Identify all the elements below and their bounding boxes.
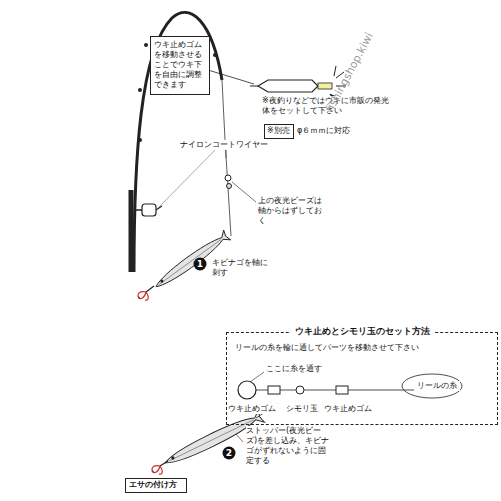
section-label: エサの付け方 <box>125 478 187 493</box>
annotation-label: リールの糸 <box>414 381 460 391</box>
set-method-illustration <box>238 372 462 399</box>
annotation-label: ウキ止めゴム <box>324 404 376 414</box>
reel <box>134 204 162 216</box>
annotation-label: 上の夜光ビーズは軸からはずしておく <box>258 196 322 226</box>
treble-hook <box>138 286 154 300</box>
note-text: エサの付け方 <box>129 480 183 490</box>
rod-grip <box>129 190 134 272</box>
annotation-label: ナイロンコートワイヤー <box>180 140 276 150</box>
panel-heading: ウキ止めとシモリ玉のセット方法 <box>291 326 434 337</box>
fishing-line <box>222 80 231 236</box>
annotation-label: ストッパー(夜光ビーズ)を差し込み、キビナゴがずれないように固定する <box>246 426 332 466</box>
annotation-label: φ６ｍｍに対応 <box>297 126 369 136</box>
callout-number: 2 <box>222 446 236 460</box>
note-text: ウキ止めゴムを移動させることでウキ下を自由に調整できます <box>154 40 206 90</box>
float <box>250 66 346 92</box>
annotation-label: ここに糸を通す <box>266 364 330 374</box>
note-text: ※別売 <box>267 126 291 136</box>
callout-number: 2 <box>222 446 236 460</box>
callout-number: 1 <box>193 257 207 271</box>
annotation-label: キビナゴを軸に刺す <box>212 258 274 278</box>
option-box: ※別売 <box>264 124 294 139</box>
note-box: ウキ止めゴムを移動させることでウキ下を自由に調整できます <box>150 36 210 95</box>
callout-number: 1 <box>193 257 207 271</box>
note-text: リールの糸を輪に通してパーツを移動させて下さい <box>235 343 489 353</box>
treble-hook <box>152 461 168 474</box>
annotation-label: シモリ玉 <box>286 404 322 414</box>
annotation-label: ウキ止めゴム <box>228 404 280 414</box>
